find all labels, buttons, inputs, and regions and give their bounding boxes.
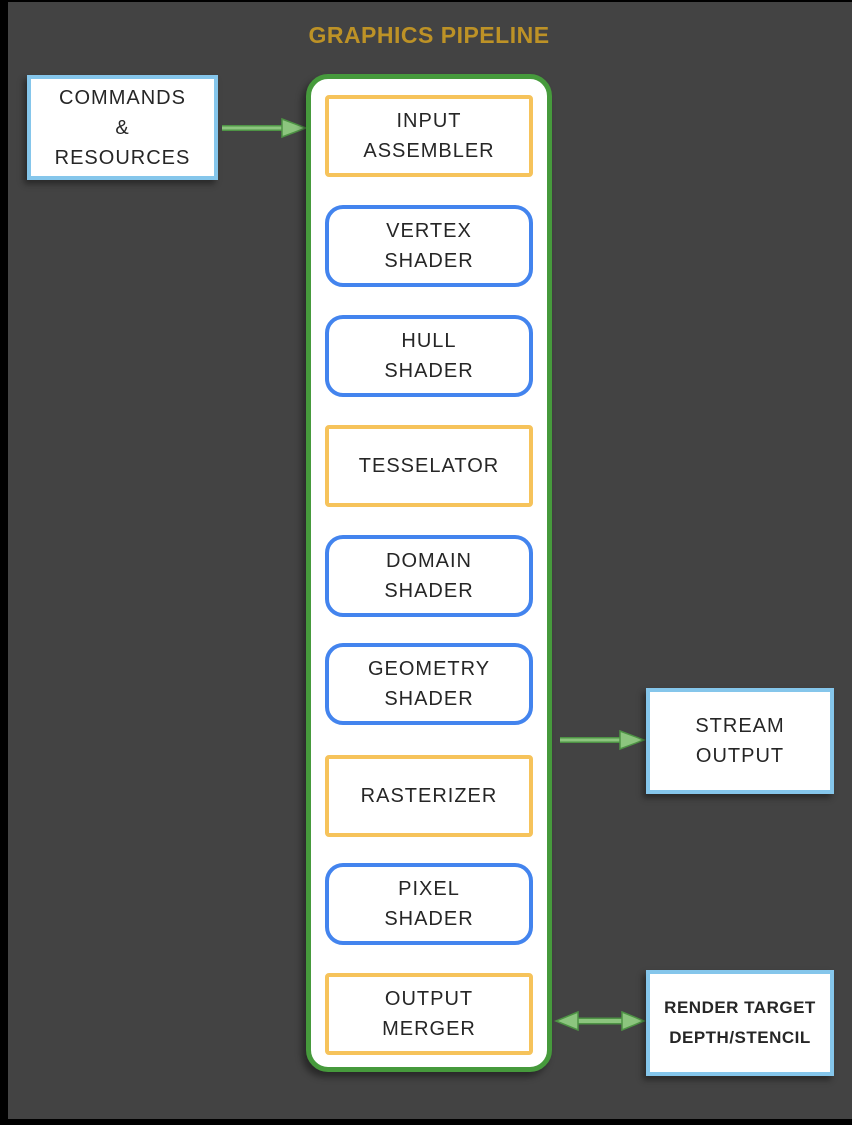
node-render-target-depth-stencil: RENDER TARGET DEPTH/STENCIL <box>646 970 834 1076</box>
arrow-output-merger-render-target <box>554 1010 646 1032</box>
stage-label: ASSEMBLER <box>363 140 495 162</box>
pipeline-container: INPUT ASSEMBLER VERTEX SHADER HULL SHADE… <box>306 74 552 1072</box>
stage-vertex-shader: VERTEX SHADER <box>325 205 533 287</box>
stage-label: GEOMETRY <box>367 658 491 680</box>
stage-pixel-shader: PIXEL SHADER <box>325 863 533 945</box>
diagram-title: GRAPHICS PIPELINE <box>308 22 550 48</box>
node-stream-output: STREAM OUTPUT <box>646 688 834 794</box>
stage-label: DOMAIN <box>386 550 472 572</box>
stage-label: SHADER <box>384 360 474 382</box>
node-render-line2: DEPTH/STENCIL <box>669 1028 811 1047</box>
stage-label: SHADER <box>384 688 474 710</box>
node-stream-line1: STREAM <box>695 715 785 737</box>
node-commands-resources: COMMANDS & RESOURCES <box>27 75 218 180</box>
stage-label: INPUT <box>396 110 462 132</box>
stage-domain-shader: DOMAIN SHADER <box>325 535 533 617</box>
stage-label: VERTEX <box>386 220 472 242</box>
node-commands-line3: RESOURCES <box>54 146 191 169</box>
arrow-commands-to-pipeline <box>222 117 308 139</box>
stage-label: MERGER <box>382 1018 476 1040</box>
stage-label: RASTERIZER <box>360 785 498 807</box>
node-render-line1: RENDER TARGET <box>664 998 816 1017</box>
arrow-pipeline-to-stream-output <box>560 729 646 751</box>
stage-label: OUTPUT <box>384 988 474 1010</box>
stage-label: HULL <box>401 330 457 352</box>
stage-label: PIXEL <box>398 878 460 900</box>
node-commands-line2: & <box>115 116 130 139</box>
stage-label: SHADER <box>384 250 474 272</box>
stage-tesselator: TESSELATOR <box>325 425 533 507</box>
stage-hull-shader: HULL SHADER <box>325 315 533 397</box>
stage-output-merger: OUTPUT MERGER <box>325 973 533 1055</box>
stage-label: TESSELATOR <box>358 455 500 477</box>
stage-input-assembler: INPUT ASSEMBLER <box>325 95 533 177</box>
node-stream-line2: OUTPUT <box>695 745 785 767</box>
stage-rasterizer: RASTERIZER <box>325 755 533 837</box>
stage-geometry-shader: GEOMETRY SHADER <box>325 643 533 725</box>
stage-label: SHADER <box>384 908 474 930</box>
node-commands-line1: COMMANDS <box>59 86 186 109</box>
stage-label: SHADER <box>384 580 474 602</box>
